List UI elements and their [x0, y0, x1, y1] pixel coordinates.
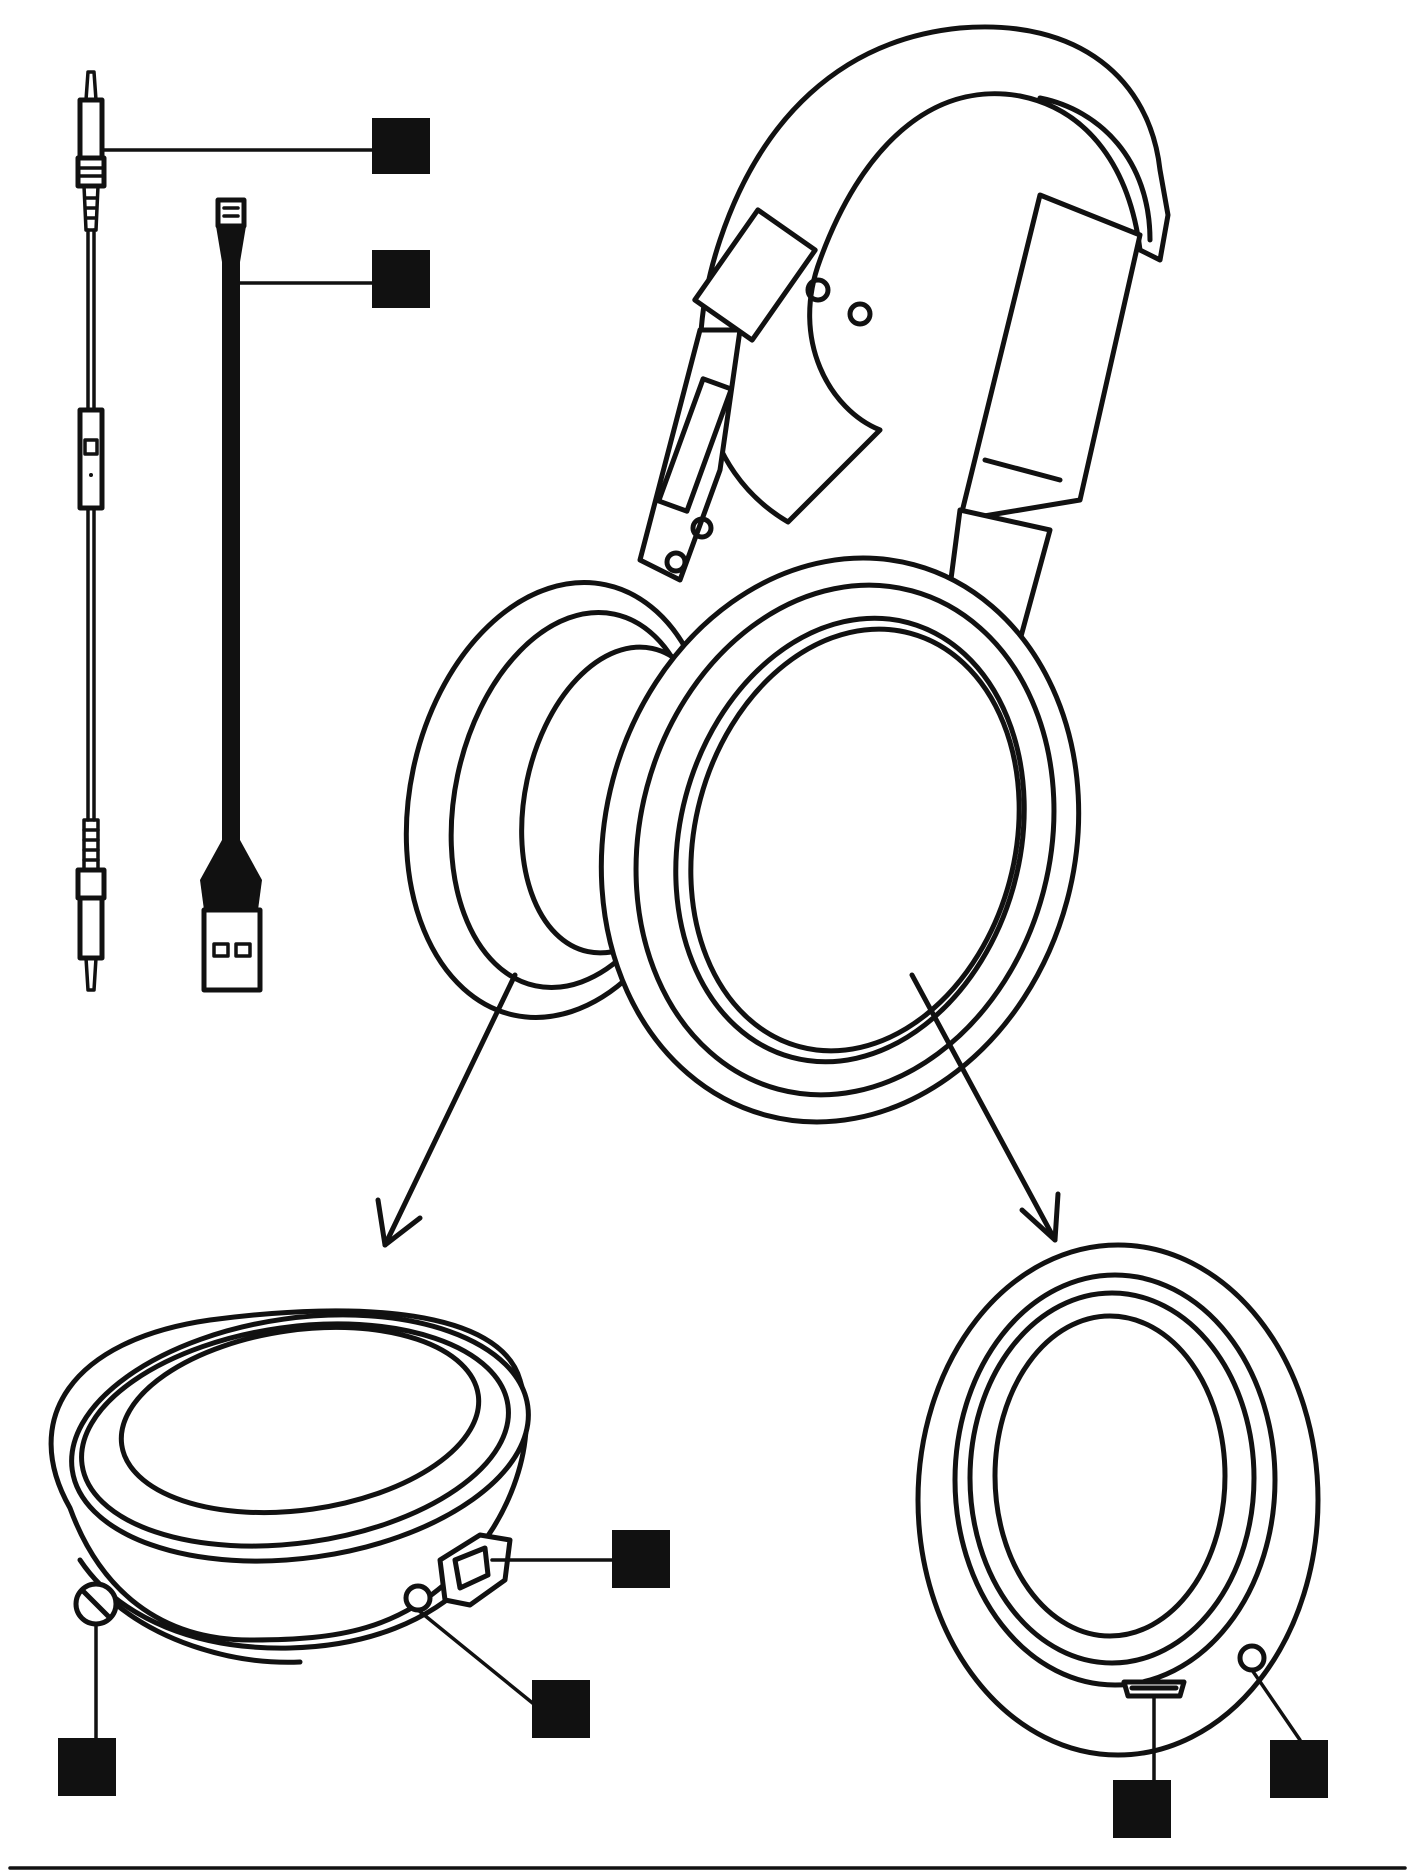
usb-cable	[200, 197, 263, 993]
callout-marker-left-led	[532, 1680, 590, 1738]
arrow-right	[909, 972, 1061, 1243]
callout-marker-aux-cable	[372, 118, 430, 174]
callout-marker-audio-jack	[58, 1738, 116, 1796]
aux-cable	[75, 70, 107, 992]
callout-markers	[58, 118, 1328, 1838]
callout-marker-right-led	[1270, 1740, 1328, 1798]
headphones	[403, 24, 1171, 1125]
callout-marker-volume-control	[612, 1530, 670, 1588]
left-earcup-detail	[48, 1308, 531, 1665]
callout-marker-usb-cable	[372, 250, 430, 308]
callout-marker-usb-port	[1113, 1780, 1171, 1838]
arrow-left	[375, 972, 518, 1248]
callout-leaders	[94, 148, 1302, 1782]
right-earcup-detail	[915, 1242, 1321, 1758]
